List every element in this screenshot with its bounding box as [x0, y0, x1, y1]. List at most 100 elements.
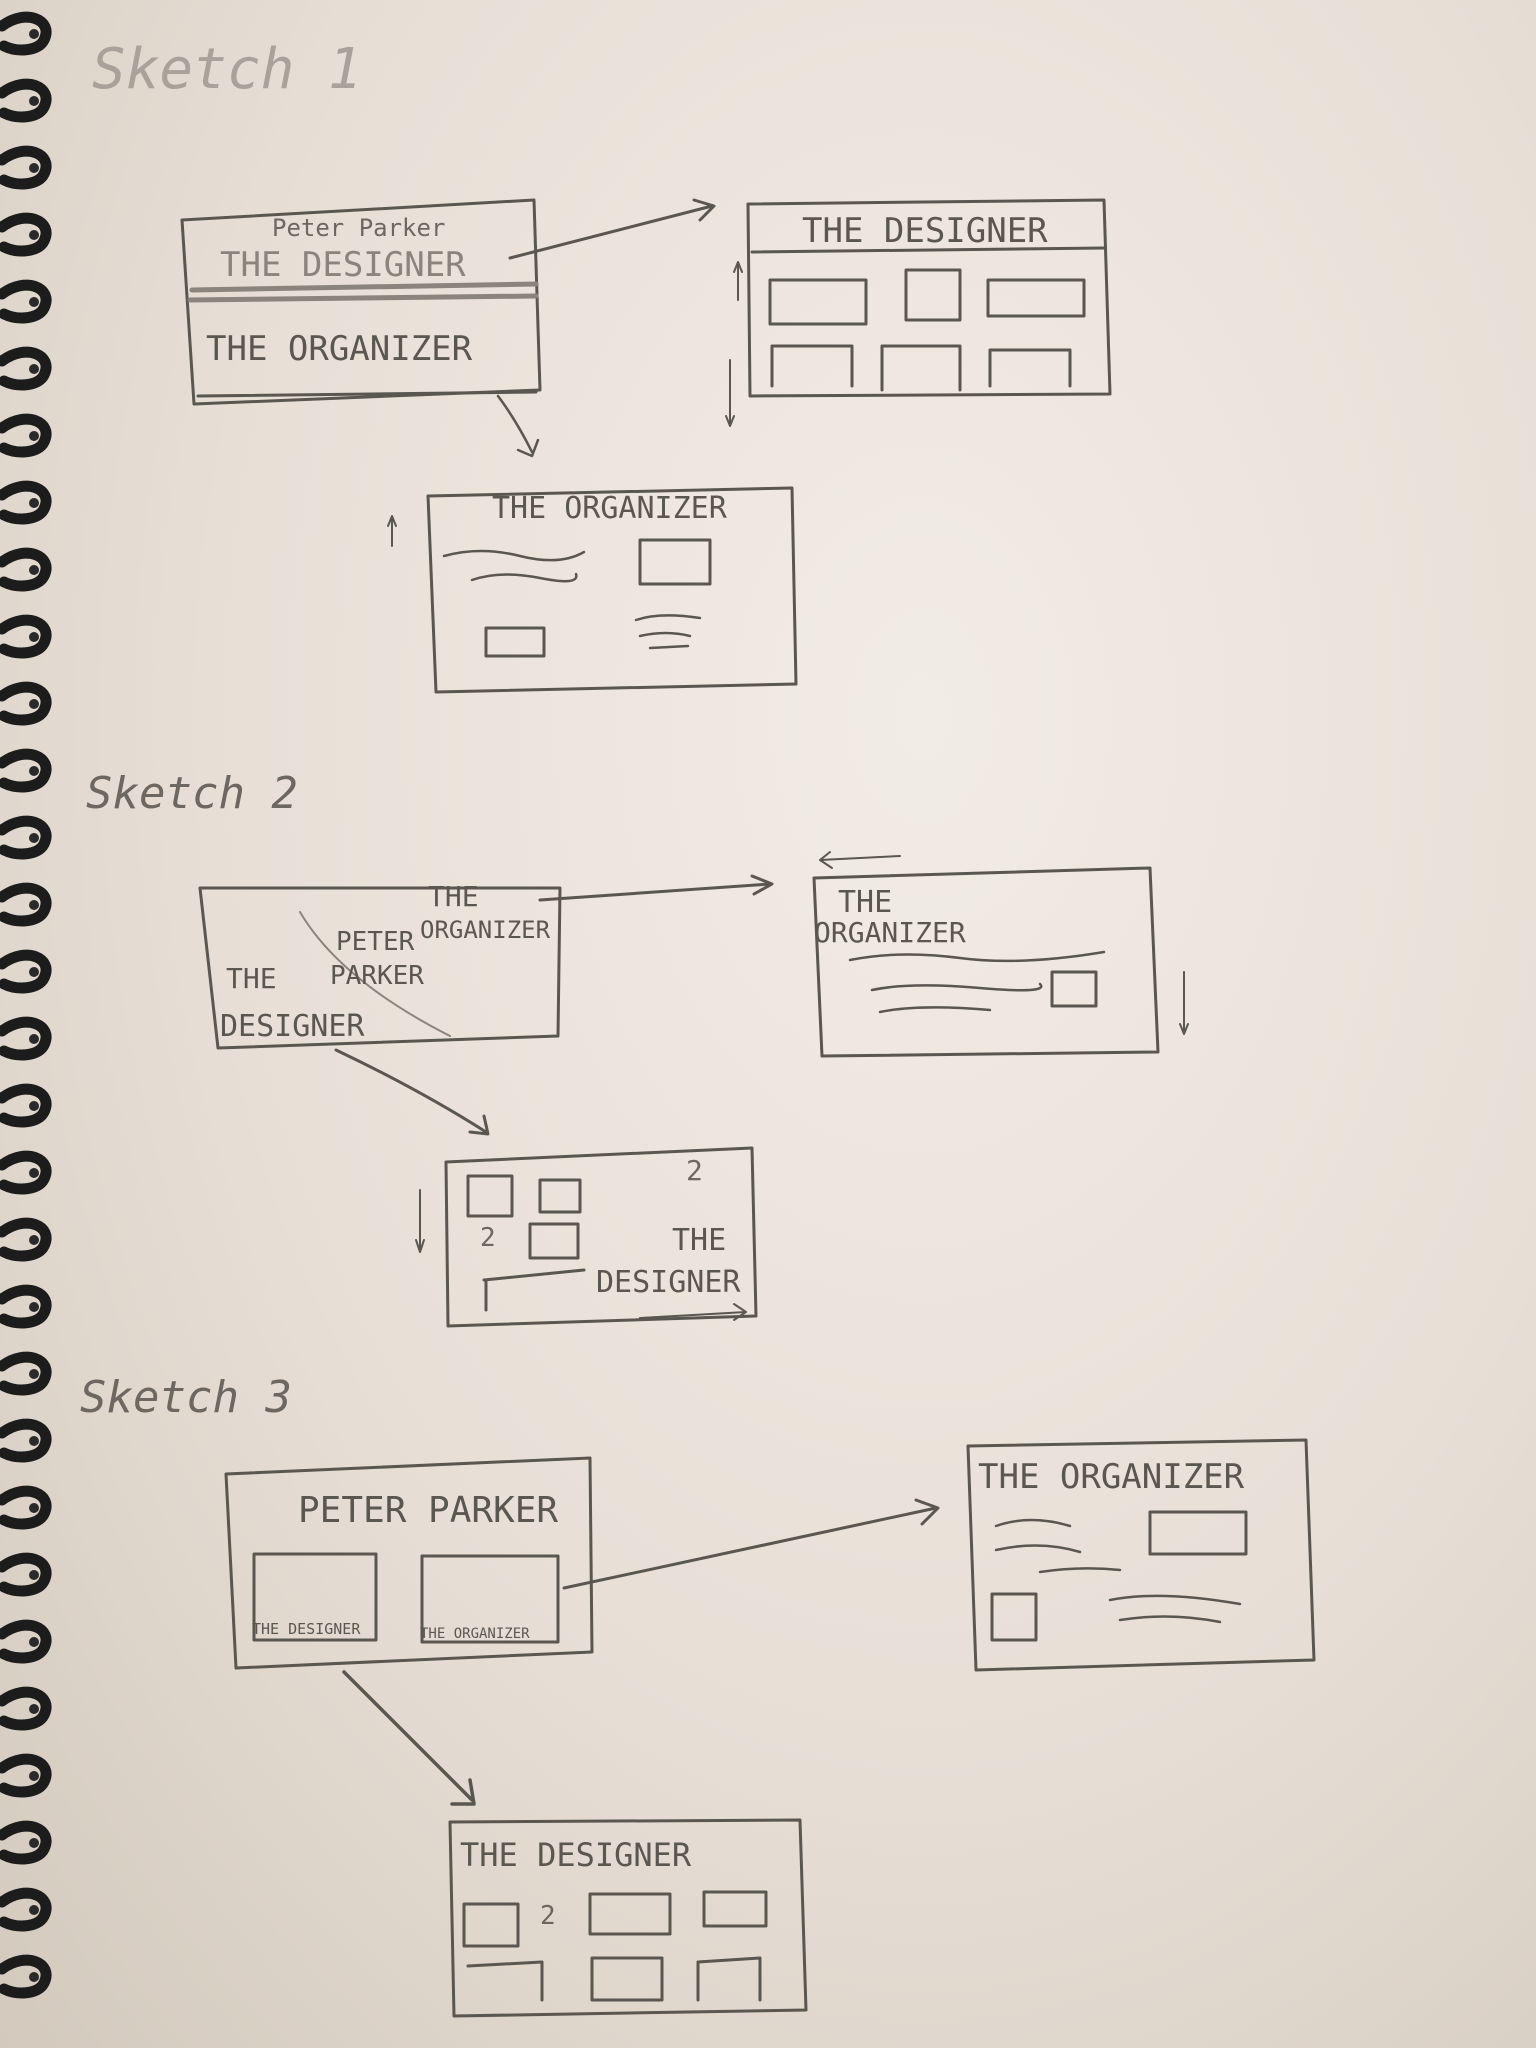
s2-designer-thumb-2 — [538, 1178, 582, 1214]
s1-designer-thumb-1 — [768, 278, 868, 326]
spiral-hole — [29, 96, 39, 106]
s1-designer-thumb-2 — [904, 268, 962, 322]
spiral-ring — [0, 1150, 52, 1195]
s3-designer-thumb-5 — [590, 1956, 664, 2002]
spiral-ring — [0, 346, 52, 391]
spiral-ring — [0, 547, 52, 592]
s3-designer-thumb-4 — [466, 1960, 544, 2002]
s1-organizer-title: THE ORGANIZER — [492, 491, 728, 526]
s1-organizer-frame — [426, 486, 798, 694]
s1-organizer-thumb-2 — [484, 626, 546, 658]
s3-landing-frame — [224, 1456, 594, 1670]
spiral-ring — [0, 1619, 52, 1664]
s1-organizer-thumb-1 — [638, 538, 712, 586]
s2-landing-name-last: PARKER — [330, 961, 424, 991]
spiral-ring — [0, 1686, 52, 1731]
spiral-ring — [0, 1284, 52, 1329]
spiral-hole — [29, 297, 39, 307]
spiral-hole — [29, 900, 39, 910]
s2-designer-mark-top: 2 — [686, 1154, 703, 1187]
spiral-hole — [29, 1503, 39, 1513]
s1-arrow-to-organizer — [496, 394, 540, 458]
spiral-hole — [29, 1838, 39, 1848]
s2-designer-mark-left: 2 — [480, 1223, 496, 1253]
s3-organizer-text-scribbles — [994, 1518, 1122, 1574]
s1-designer-header-line — [750, 246, 1106, 254]
s1-landing-top-label: THE DESIGNER — [220, 245, 466, 285]
spiral-hole — [29, 967, 39, 977]
s2-arrow-to-organizer — [538, 874, 774, 902]
spiral-hole — [29, 498, 39, 508]
spiral-hole — [29, 565, 39, 575]
spiral-ring — [0, 480, 52, 525]
s3-landing-card-right-label: THE ORGANIZER — [420, 1626, 530, 1642]
heading-sketch-3: Sketch 3 — [80, 1372, 292, 1423]
s2-landing-frame — [198, 886, 562, 1050]
s2-landing-name-first: PETER — [336, 927, 415, 957]
spiral-hole — [29, 833, 39, 843]
s1-landing-bottom-label: THE ORGANIZER — [206, 329, 473, 369]
s1-organizer-scroll-arrow — [387, 515, 397, 547]
spiral-hole — [29, 1369, 39, 1379]
spiral-hole — [29, 1436, 39, 1446]
spiral-ring — [0, 413, 52, 458]
s2-landing-diagonal — [299, 911, 451, 1037]
heading-sketch-1: Sketch 1 — [92, 37, 362, 102]
spiral-hole — [29, 1235, 39, 1245]
s1-organizer-text-scribbles — [442, 549, 586, 583]
spiral-hole — [29, 1302, 39, 1312]
s1-landing-frame — [180, 198, 542, 406]
spiral-ring — [0, 1217, 52, 1262]
s2-designer-title-the: THE — [672, 1223, 726, 1258]
s3-designer-thumb-3 — [702, 1890, 768, 1928]
spiral-hole — [29, 766, 39, 776]
s1-designer-thumb-4 — [770, 344, 854, 388]
spiral-ring — [0, 1753, 52, 1798]
spiral-hole — [29, 1905, 39, 1915]
s3-designer-thumb-6 — [696, 1956, 762, 2002]
s3-designer-title: THE DESIGNER — [460, 1836, 692, 1874]
spiral-ring — [0, 681, 52, 726]
s2-organizer-text-scribbles — [848, 950, 1106, 1014]
spiral-ring — [0, 1083, 52, 1128]
heading-sketch-2: Sketch 2 — [86, 768, 298, 819]
s3-organizer-thumb-2 — [990, 1592, 1038, 1642]
spiral-hole — [29, 230, 39, 240]
s2-designer-frame — [444, 1146, 758, 1328]
spiral-hole — [29, 1034, 39, 1044]
spiral-ring — [0, 1820, 52, 1865]
s2-organizer-frame — [812, 866, 1160, 1058]
spiral-hole — [29, 632, 39, 642]
s2-landing-organizer-word: ORGANIZER — [420, 916, 551, 944]
s1-designer-scroll-arrows — [725, 261, 743, 427]
s2-designer-thumb-4 — [482, 1268, 586, 1312]
s3-arrow-to-organizer — [562, 1498, 940, 1590]
s3-organizer-thumb-1 — [1148, 1510, 1248, 1556]
s3-organizer-title: THE ORGANIZER — [978, 1457, 1245, 1497]
spiral-hole — [29, 163, 39, 173]
spiral-hole — [29, 1168, 39, 1178]
s2-landing-designer-the: THE — [226, 962, 277, 995]
spiral-ring — [0, 279, 52, 324]
spiral-ring — [0, 949, 52, 994]
s2-organizer-title-the: THE — [838, 885, 892, 920]
spiral-hole — [29, 1570, 39, 1580]
spiral-ring — [0, 1351, 52, 1396]
s1-designer-thumb-6 — [988, 348, 1072, 388]
s3-designer-thumb-1 — [462, 1902, 520, 1948]
spiral-hole — [29, 1771, 39, 1781]
s3-landing-card-right — [420, 1554, 560, 1644]
spiral-ring — [0, 1485, 52, 1530]
spiral-hole — [29, 364, 39, 374]
s3-landing-card-left-label: THE DESIGNER — [252, 1620, 361, 1638]
spiral-ring — [0, 1552, 52, 1597]
spiral-ring — [0, 1954, 52, 1999]
s3-organizer-text-scribbles-2 — [1108, 1594, 1242, 1624]
spiral-ring — [0, 815, 52, 860]
spiral-hole — [29, 1101, 39, 1111]
spiral-ring — [0, 882, 52, 927]
s3-arrow-to-designer — [342, 1670, 476, 1806]
s3-organizer-frame — [966, 1438, 1316, 1672]
